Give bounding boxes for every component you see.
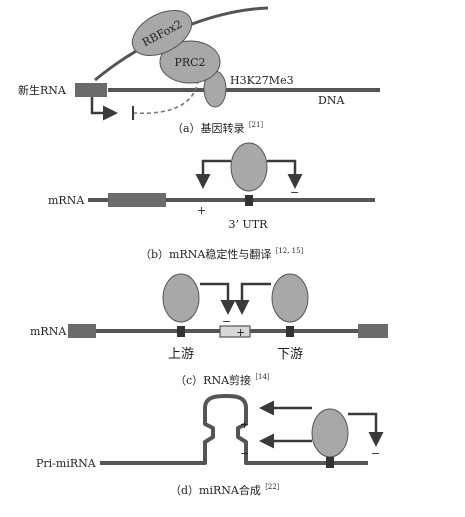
panel-b: + − 3’ UTR mRNA （b）mRNA稳定性与翻译［12, 15］ [48,142,375,261]
dna-label: DNA [318,94,345,107]
rbp-ellipse [230,142,268,192]
downstream-arrow [234,282,271,315]
alternative-exon [219,325,251,338]
rbfox2-ellipse [131,9,193,57]
upstream-binding-site [177,326,185,337]
nascent-rna-label: 新生RNA [18,83,67,97]
transcription-arrow [90,97,118,121]
caption-a: （a）基因转录［21］ [172,121,267,135]
upstream-label: 上游 [168,347,194,362]
inhibition-dashed-line [133,79,199,115]
coding-region-box [108,193,166,207]
downstream-rbp-ellipse [271,273,309,323]
exon-right [358,324,388,338]
utr-label: 3’ UTR [229,218,269,231]
pri-mirna-strand [100,394,368,465]
downstream-label: 下游 [277,347,303,362]
mrna-label-b: mRNA [48,194,85,207]
panel-a: RBFox2 PRC2 H3K27Me3 新生RNA DNA （a）基因转录［2… [18,6,380,135]
minus-sign-d-left: − [240,447,249,460]
mrna-label-c: mRNA [30,325,67,338]
upstream-rbp-ellipse [162,273,200,323]
panel-d: + − − Pri-miRNA （d）miRNA合成［22］ [36,394,384,497]
left-regulation-arrow [195,159,231,189]
minus-sign: − [290,186,299,199]
binding-site-d [326,457,334,468]
rbp-ellipse-d [311,408,349,458]
h3k27me3-label: H3K27Me3 [230,74,294,87]
nascent-rna-box [75,83,107,97]
panel-c: − + mRNA 上游 下游 （c）RNA剪接［14］ [30,273,388,387]
caption-b: （b）mRNA稳定性与翻译［12, 15］ [140,247,308,261]
plus-sign: + [197,204,206,217]
minus-sign-c: − [222,315,231,328]
right-regulation-arrow [267,159,303,189]
exon-left [68,324,96,338]
plus-sign-c: + [236,326,245,339]
prc2-label: PRC2 [174,56,205,69]
minus-sign-d-right: − [371,447,380,460]
pri-mirna-label: Pri-miRNA [36,457,97,470]
prc2-ellipse [159,40,221,84]
caption-d: （d）miRNA合成［22］ [170,483,284,497]
upstream-arrow [200,282,236,315]
downstream-binding-site [286,326,294,337]
right-arrow-d [348,412,384,447]
binding-site [245,195,253,206]
plus-sign-d: + [240,418,249,431]
caption-c: （c）RNA剪接［14］ [175,373,274,387]
